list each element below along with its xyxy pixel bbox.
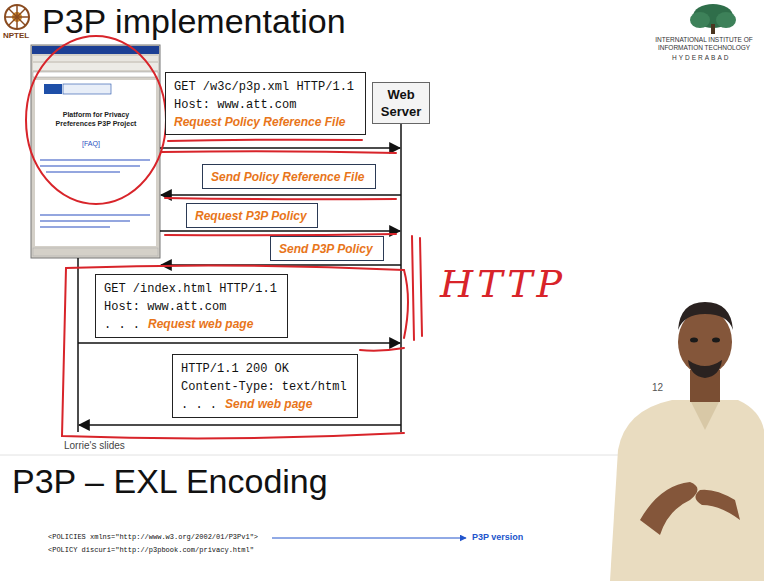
source-note: Lorrie's slides: [64, 440, 125, 451]
browser-lifeline: [77, 258, 79, 432]
node-text: Request web page: [148, 317, 253, 331]
logo-text: NPTEL: [3, 31, 29, 40]
text-line: . . . Request web page: [104, 315, 279, 333]
message-label-box: Send Policy Reference File: [202, 164, 376, 189]
text-line: Content-Type: text/html: [181, 377, 349, 395]
request-message-box: GET /index.html HTTP/1.1Host: www.att.co…: [95, 274, 288, 338]
node-text: . . .: [181, 398, 217, 412]
text-line: GET /w3c/p3p.xml HTTP/1.1: [174, 77, 357, 95]
text-line: Host: www.att.com: [104, 297, 279, 315]
node-text: Send Policy Reference File: [211, 170, 364, 184]
response-message-box: HTTP/1.1 200 OKContent-Type: text/html. …: [172, 354, 358, 418]
handwritten-note: HTTP: [440, 262, 566, 306]
text-line: Send Policy Reference File: [211, 168, 367, 185]
next-slide-title: P3P – EXL Encoding: [12, 462, 328, 501]
slide-number: 12: [652, 382, 663, 393]
nptel-logo: [5, 5, 29, 29]
institute-name: INTERNATIONAL INSTITUTE OF INFORMATION T…: [646, 36, 762, 52]
message-label-box: Send P3P Policy: [270, 236, 384, 261]
server-lifeline: [400, 118, 402, 432]
node-text: Request Policy Reference File: [174, 115, 345, 129]
node-text: HTTP/1.1 200 OK: [181, 362, 289, 376]
xml-code: <POLICIES xmlns="http://www.w3.org/2002/…: [48, 533, 258, 541]
text-line: Request Policy Reference File: [174, 113, 357, 130]
server-box: Web Server: [372, 82, 430, 124]
text-line: HTTP/1.1 200 OK: [181, 359, 349, 377]
text-line: Send P3P Policy: [279, 240, 375, 257]
annotation-text: P3P version: [472, 532, 523, 542]
slide-title: P3P implementation: [42, 2, 346, 41]
node-text: Host: www.att.com: [104, 300, 226, 314]
pointer-line: [272, 538, 466, 539]
node-text: GET /w3c/p3p.xml HTTP/1.1: [174, 80, 354, 94]
xml-code: <POLICY discuri="http://p3pbook.com/priv…: [48, 546, 254, 554]
browser-screenshot: [31, 45, 160, 258]
pen-annotations: [26, 36, 422, 438]
request-message-box: GET /w3c/p3p.xml HTTP/1.1Host: www.att.c…: [165, 72, 366, 135]
node-text: Web Server: [381, 87, 421, 119]
institute-city: HYDERABAD: [672, 54, 730, 61]
message-label-box: Request P3P Policy: [186, 203, 318, 228]
screenshot-link: [FAQ]: [82, 140, 100, 147]
text-line: Web Server: [377, 86, 425, 120]
node-text: Request P3P Policy: [195, 209, 307, 223]
text-line: GET /index.html HTTP/1.1: [104, 279, 279, 297]
node-text: GET /index.html HTTP/1.1: [104, 282, 277, 296]
text-line: Host: www.att.com: [174, 95, 357, 113]
node-text: Send web page: [225, 397, 312, 411]
node-text: Content-Type: text/html: [181, 380, 347, 394]
text-line: . . . Send web page: [181, 395, 349, 413]
presenter: [610, 302, 764, 581]
iiit-logo: [690, 4, 736, 34]
node-text: . . .: [104, 318, 140, 332]
text-line: Request P3P Policy: [195, 207, 309, 224]
message-arrows: [78, 148, 401, 425]
node-text: Send P3P Policy: [279, 242, 373, 256]
screenshot-text: Platform for Privacy Preferences P3P Pro…: [42, 110, 150, 128]
node-text: Host: www.att.com: [174, 98, 296, 112]
